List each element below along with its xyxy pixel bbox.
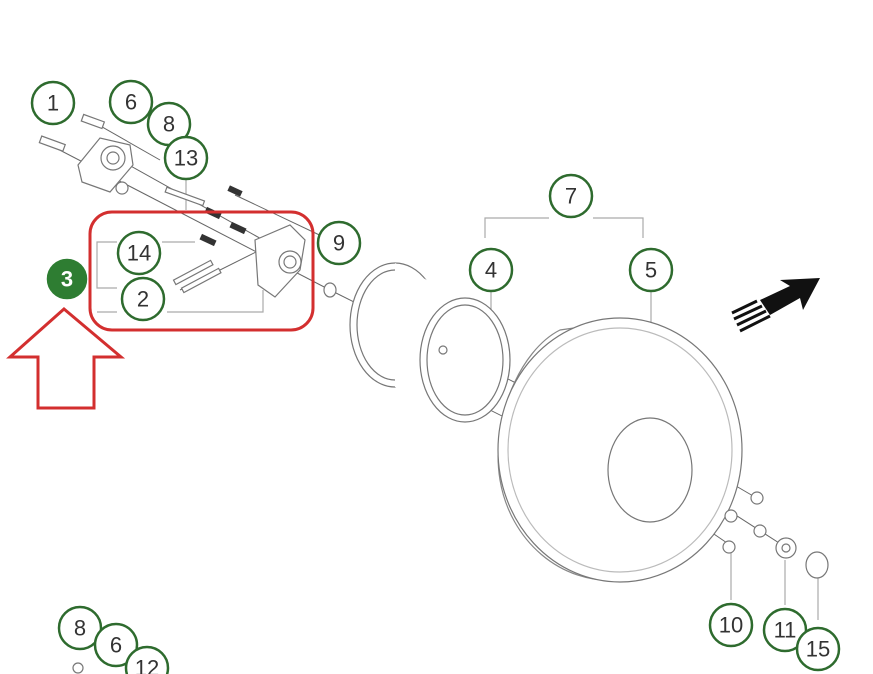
callout-12[interactable]: 12 [124, 645, 170, 674]
callout-1[interactable]: 1 [30, 80, 76, 126]
highlight-box [88, 210, 315, 332]
bracket-7 [484, 217, 644, 238]
svg-text:15: 15 [806, 637, 830, 662]
svg-text:8: 8 [74, 616, 86, 641]
callout-4[interactable]: 4 [468, 247, 514, 293]
callout-15[interactable]: 15 [795, 626, 841, 672]
svg-text:1: 1 [47, 91, 59, 116]
bracket-3 [96, 241, 264, 313]
callout-14[interactable]: 14 [116, 230, 162, 276]
callout-3-selected[interactable]: 3 [46, 258, 88, 300]
svg-text:6: 6 [110, 633, 122, 658]
svg-text:13: 13 [174, 146, 198, 171]
callout-6[interactable]: 6 [108, 79, 154, 125]
svg-text:3: 3 [61, 267, 73, 292]
svg-text:8: 8 [163, 112, 175, 137]
callout-2[interactable]: 2 [120, 276, 166, 322]
callout-10[interactable]: 10 [708, 602, 754, 648]
svg-text:5: 5 [645, 258, 657, 283]
lug-nuts [72, 491, 829, 674]
svg-text:7: 7 [565, 184, 577, 209]
callout-13[interactable]: 13 [163, 135, 209, 181]
svg-text:2: 2 [137, 287, 149, 312]
svg-text:6: 6 [125, 90, 137, 115]
svg-text:9: 9 [333, 231, 345, 256]
callout-8-lower[interactable]: 8 [57, 605, 103, 651]
callout-6-lower[interactable]: 6 [93, 622, 139, 668]
callout-9[interactable]: 9 [316, 220, 362, 266]
callout-7[interactable]: 7 [548, 173, 594, 219]
svg-text:12: 12 [135, 656, 159, 674]
callout-5[interactable]: 5 [628, 247, 674, 293]
callout-8[interactable]: 8 [146, 101, 192, 147]
flange-bearing [38, 113, 206, 207]
svg-text:4: 4 [485, 258, 497, 283]
tire [497, 317, 743, 583]
svg-text:10: 10 [719, 613, 743, 638]
svg-text:14: 14 [127, 241, 151, 266]
wheel-hub [172, 185, 337, 298]
direction-arrow [731, 278, 820, 333]
callout-11[interactable]: 11 [762, 607, 808, 653]
red-arrow-up-icon [6, 307, 126, 410]
svg-text:11: 11 [774, 618, 797, 643]
wheel-rim [349, 262, 511, 423]
